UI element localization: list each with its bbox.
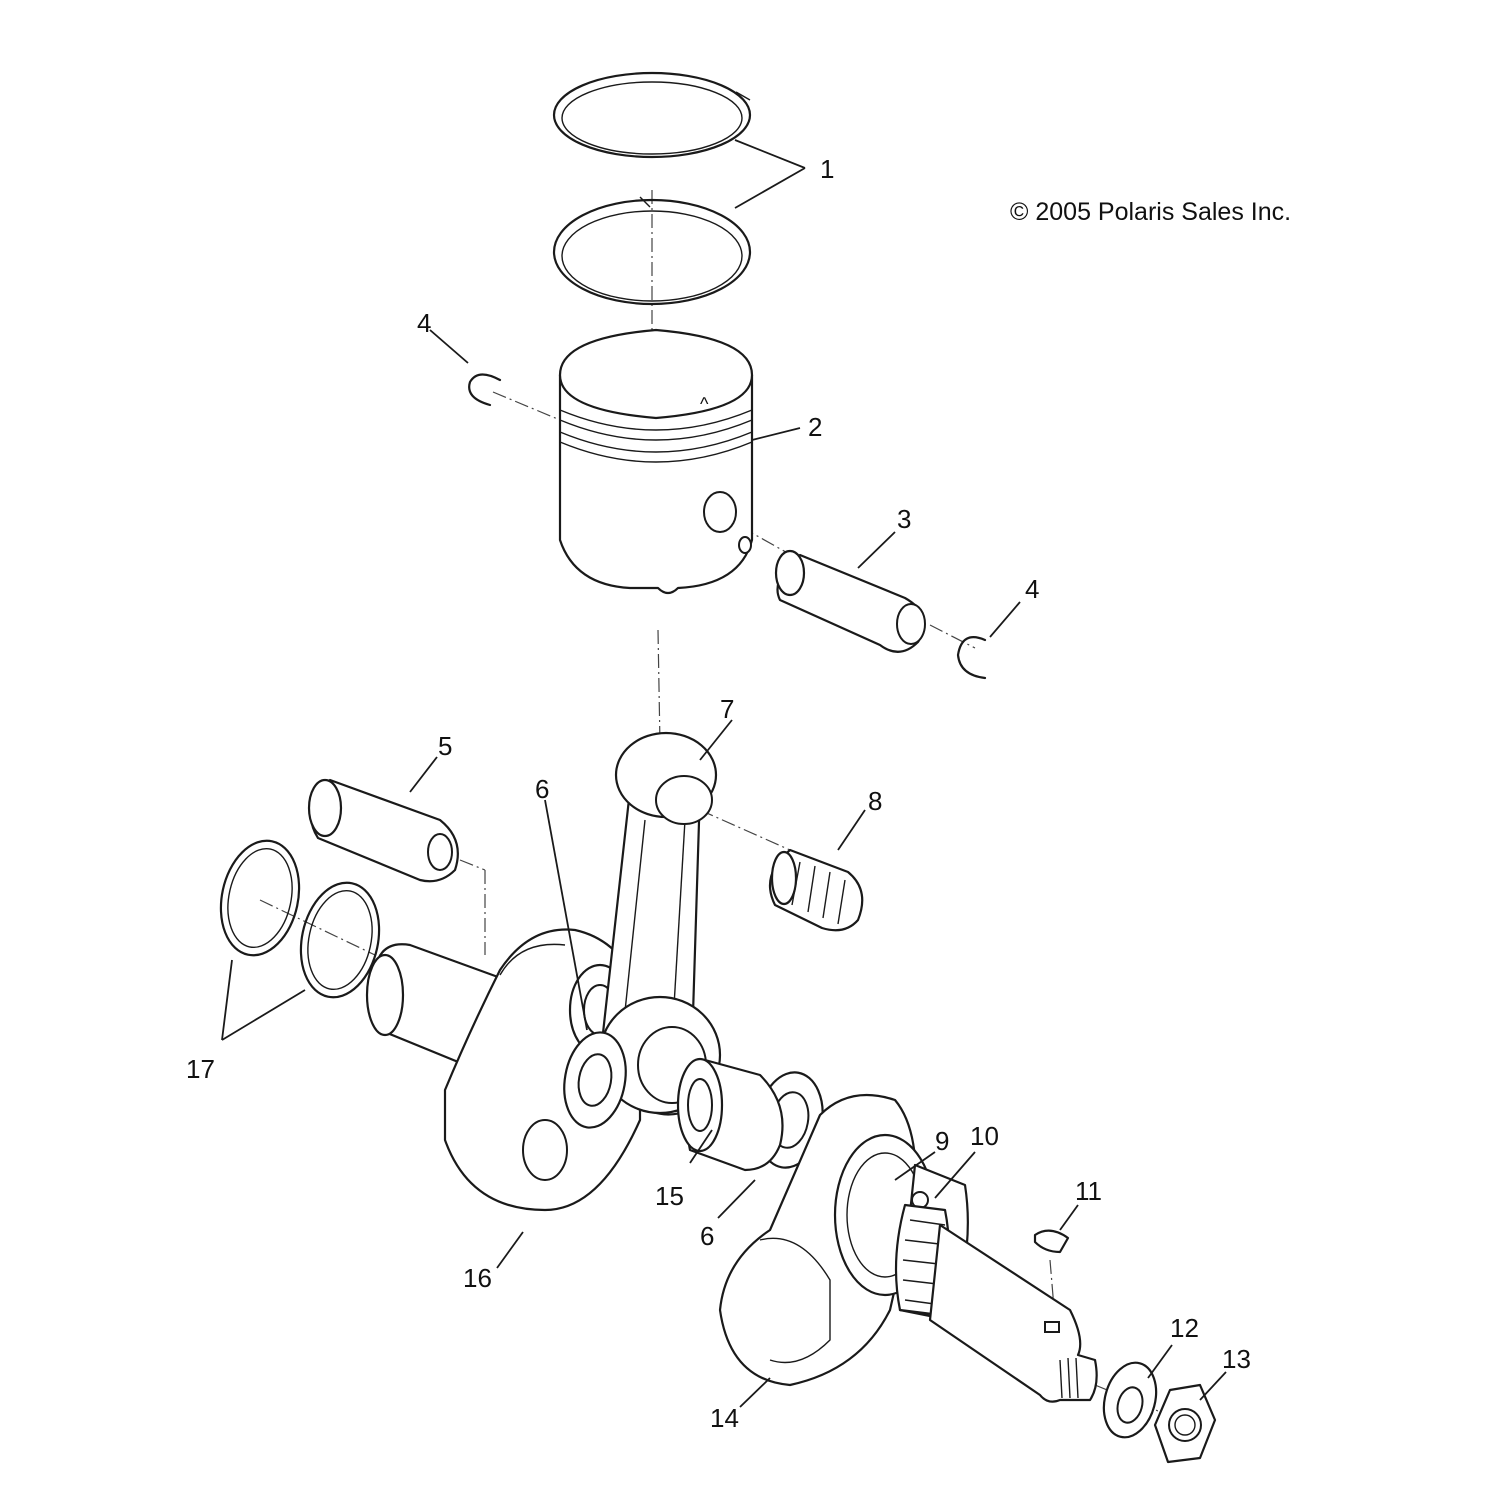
callout-9: 9 (935, 1126, 949, 1156)
callout-2: 2 (808, 412, 822, 442)
crank-pin (307, 778, 459, 883)
callout-labels: 1 2 3 4 4 5 6 7 8 9 10 11 12 13 14 15 6 … (186, 154, 1251, 1433)
callout-15: 15 (655, 1181, 684, 1211)
callout-12: 12 (1170, 1313, 1199, 1343)
callout-13: 13 (1222, 1344, 1251, 1374)
callout-16: 16 (463, 1263, 492, 1293)
small-end-bearing (768, 848, 864, 932)
piston-ring-second (552, 196, 752, 306)
leader-lines (221, 139, 1227, 1408)
callout-8: 8 (868, 786, 882, 816)
piston-ring-top (552, 71, 752, 159)
callout-5: 5 (438, 731, 452, 761)
callout-10: 10 (970, 1121, 999, 1151)
callout-6-upper: 6 (535, 774, 549, 804)
thrust-washers (219, 839, 381, 999)
circlip-left (468, 373, 502, 407)
piston-rings (552, 71, 752, 306)
circlip-right (956, 636, 987, 680)
callout-4-left: 4 (417, 308, 431, 338)
callout-6-lower: 6 (700, 1221, 714, 1251)
piston-pin (774, 549, 926, 653)
piston: ^ (558, 328, 754, 595)
output-shaft (928, 1223, 1098, 1403)
big-end-bearing (676, 1057, 784, 1172)
woodruff-key (1033, 1229, 1070, 1254)
callout-4-right: 4 (1025, 574, 1039, 604)
hex-nut (1153, 1383, 1217, 1464)
connecting-rod (598, 731, 722, 1116)
callout-11: 11 (1075, 1176, 1102, 1206)
copyright-notice: © 2005 Polaris Sales Inc. (1010, 198, 1291, 226)
crank-washer-left (563, 1031, 627, 1129)
callout-7: 7 (720, 694, 734, 724)
callout-14: 14 (710, 1403, 739, 1433)
callout-3: 3 (897, 504, 911, 534)
callout-1: 1 (820, 154, 834, 184)
piston-direction-mark: ^ (700, 394, 709, 414)
flat-washer (1102, 1361, 1158, 1439)
callout-17: 17 (186, 1054, 215, 1084)
